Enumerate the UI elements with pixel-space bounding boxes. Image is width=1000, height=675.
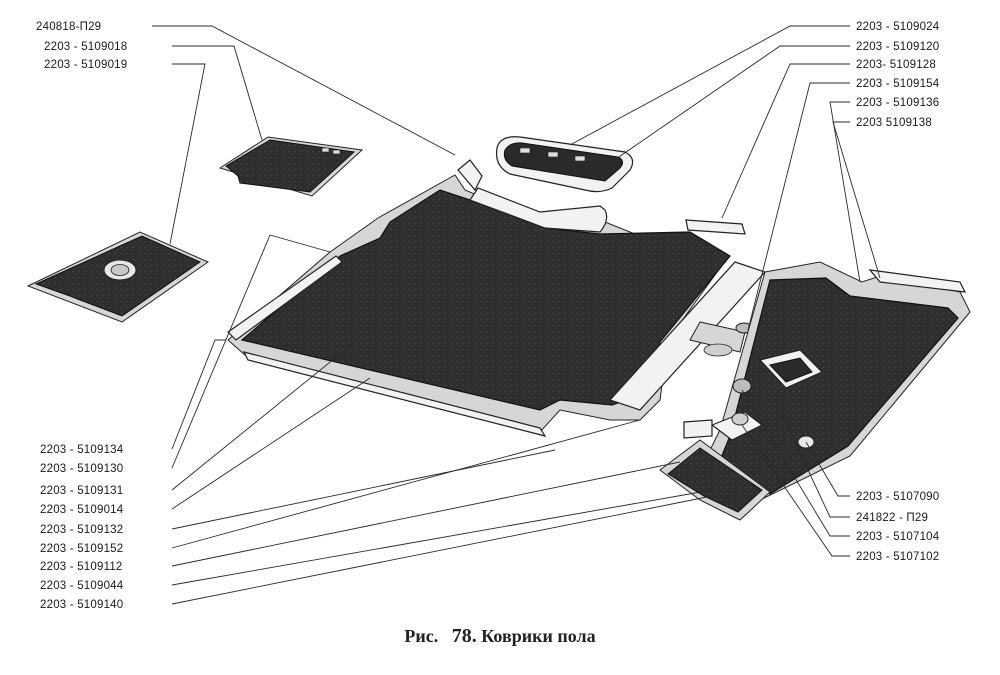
label-5109018: 2203 - 5109018: [44, 41, 127, 53]
label-5107090: 2203 - 5107090: [856, 491, 939, 503]
label-5109152: 2203 - 5109152: [40, 543, 123, 555]
label-5109132: 2203 - 5109132: [40, 524, 123, 536]
label-5109024: 2203 - 5109024: [856, 21, 940, 33]
bottom-edge-strip: [242, 351, 547, 437]
label-5109044: 2203 - 5109044: [40, 580, 124, 592]
labels-right: 2203 - 5109024 2203 - 5109120 2203- 5109…: [856, 21, 940, 563]
figure-caption: Рис. 78. Коврики пола: [0, 625, 1000, 648]
label-5109138: 2203 5109138: [856, 117, 932, 129]
caption-prefix: Рис.: [404, 626, 439, 646]
leader-lines-left: [152, 25, 713, 605]
caption-title: Коврики пола: [481, 626, 596, 646]
label-5109130: 2203 - 5109130: [40, 463, 123, 475]
small-mat-lower: [26, 231, 210, 323]
leader-lines-right: [569, 25, 881, 557]
label-5109128: 2203- 5109128: [856, 59, 936, 71]
right-floor-mat: [699, 261, 971, 501]
label-5109136: 2203 - 5109136: [856, 97, 939, 109]
label-241822-P29: 241822 - П29: [856, 512, 928, 524]
label-5107102: 2203 - 5107102: [856, 551, 939, 563]
right-edge-strip: [685, 219, 746, 235]
label-5109019: 2203 - 5109019: [44, 59, 127, 71]
label-5109131: 2203 - 5109131: [40, 485, 123, 497]
front-small-mat: [659, 419, 771, 521]
main-floor-mat: [227, 159, 731, 433]
small-mat-upper: [218, 136, 364, 197]
labels-left: 240818-П29 2203 - 5109018 2203 - 5109019…: [36, 21, 127, 611]
left-edge-strip: [227, 255, 343, 341]
caption-number: 78.: [451, 625, 477, 647]
label-5109140: 2203 - 5109140: [40, 599, 123, 611]
label-5109134: 2203 - 5109134: [40, 444, 124, 456]
top-tray: [495, 136, 634, 193]
label-5109120: 2203 - 5109120: [856, 41, 939, 53]
label-240818-P29: 240818-П29: [36, 21, 101, 33]
label-5109014: 2203 - 5109014: [40, 504, 124, 516]
label-5109154: 2203 - 5109154: [856, 78, 940, 90]
label-5107104: 2203 - 5107104: [856, 531, 940, 543]
center-tunnel: [608, 261, 767, 411]
label-5109112: 2203 - 5109112: [40, 561, 123, 573]
